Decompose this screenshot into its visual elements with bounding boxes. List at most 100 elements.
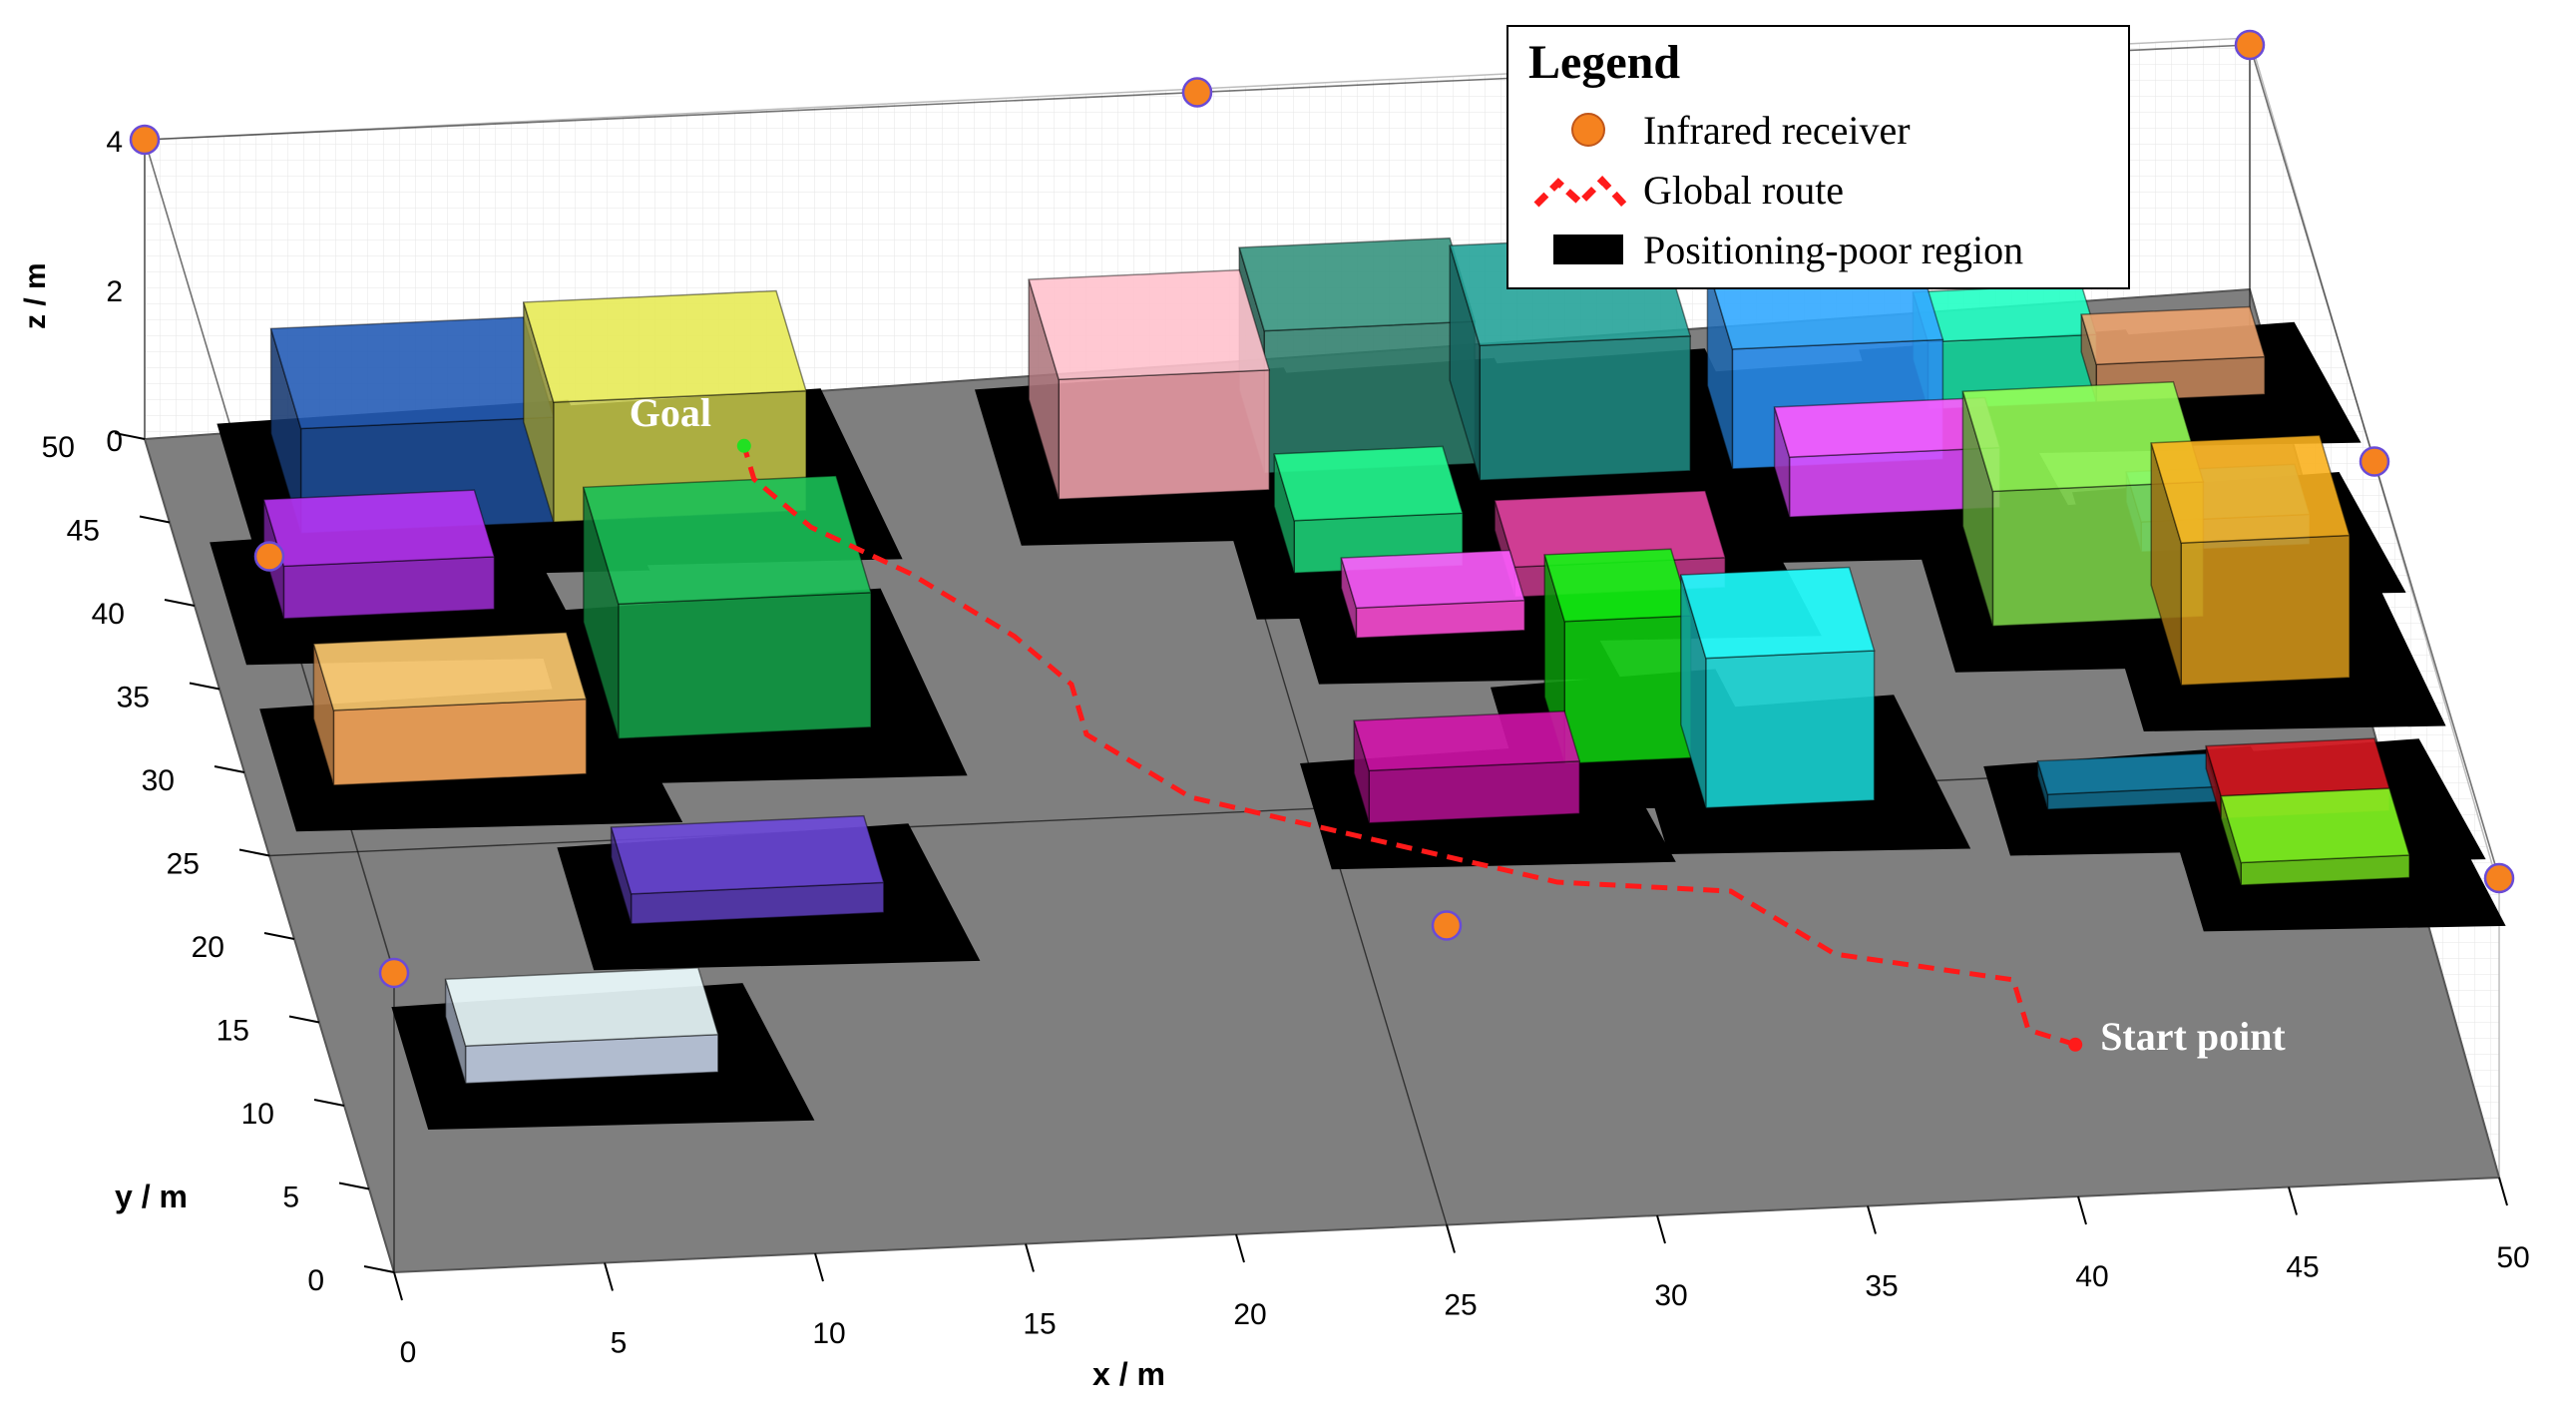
legend-label-route: Global route	[1643, 168, 1845, 213]
legend-entry-receiver: Infrared receiver	[1508, 105, 2128, 155]
building-3-top	[582, 475, 872, 605]
x-tick-mark-0	[393, 1271, 403, 1301]
route-line	[741, 445, 2076, 1048]
legend-title: Legend	[1528, 36, 1681, 89]
receiver-legend-icon	[1571, 113, 1605, 147]
x-tick-mark-7	[1867, 1205, 1877, 1234]
y-tick-mark-8	[164, 599, 196, 607]
building-5-top	[610, 814, 885, 895]
x-tick-mark-8	[2077, 1195, 2087, 1225]
building-7-front	[1058, 369, 1270, 501]
building-25	[2220, 787, 2410, 886]
x-tick-label-0: 0	[400, 1336, 417, 1369]
x-tick-label-4: 20	[1233, 1298, 1266, 1331]
building-20-top	[1543, 548, 1692, 623]
infrared-receivers	[129, 29, 2515, 989]
building-14	[1773, 396, 2001, 518]
x-tick-label-2: 10	[812, 1317, 845, 1350]
building-8	[1238, 236, 1477, 474]
start-marker	[2068, 1037, 2083, 1052]
x-tick-label-10: 50	[2496, 1241, 2529, 1274]
y-tick-label-3: 15	[216, 1015, 249, 1048]
x-tick-mark-9	[2288, 1186, 2298, 1215]
buildings	[262, 235, 2410, 1085]
y-tick-label-5: 25	[167, 848, 200, 881]
y-tick-label-9: 45	[67, 515, 100, 548]
building-4-top	[312, 631, 588, 711]
building-3-front	[618, 592, 872, 739]
building-7-top	[1028, 268, 1271, 381]
building-11	[1340, 549, 1526, 639]
x-tick-mark-2	[814, 1252, 824, 1282]
y-tick-label-10: 50	[42, 431, 75, 464]
route-legend-icon	[1533, 175, 1627, 208]
y-tick-mark-0	[363, 1265, 395, 1273]
z-tick-label-2: 4	[106, 126, 123, 159]
z-tick-label-0: 0	[106, 425, 123, 458]
building-17-top	[1961, 380, 2205, 493]
building-22-front	[1368, 760, 1580, 824]
building-2-top	[262, 489, 496, 568]
y-tick-mark-3	[288, 1015, 320, 1024]
legend-label-poor-region: Positioning-poor region	[1643, 228, 2024, 272]
building-23-top	[2036, 752, 2218, 795]
y-axis-label: y / m	[115, 1179, 188, 1214]
y-tick-label-0: 0	[307, 1264, 324, 1297]
building-9-front	[1479, 335, 1691, 482]
y-tick-mark-4	[263, 932, 295, 940]
goal-marker	[736, 438, 751, 453]
building-11-top	[1340, 549, 1526, 609]
y-tick-label-6: 30	[142, 764, 175, 797]
x-tick-mark-6	[1656, 1214, 1666, 1244]
building-22	[1353, 710, 1581, 824]
x-tick-mark-10	[2498, 1177, 2508, 1206]
y-tick-mark-5	[238, 848, 270, 857]
building-10-top	[1273, 445, 1464, 522]
y-tick-label-4: 20	[192, 931, 224, 964]
global-route	[736, 438, 2083, 1052]
receiver-0	[129, 124, 161, 156]
receiver-2	[2234, 29, 2266, 61]
building-5	[610, 814, 885, 925]
legend-entry-route: Global route	[1508, 165, 2128, 215]
building-19-front	[2180, 534, 2351, 687]
x-tick-mark-3	[1025, 1243, 1035, 1272]
x-tick-label-8: 40	[2075, 1260, 2108, 1293]
building-21-front	[1705, 650, 1876, 809]
receiver-7	[2483, 862, 2515, 894]
legend-entry-poor-region: Positioning-poor region	[1508, 225, 2128, 274]
y-tick-mark-1	[338, 1182, 370, 1190]
axis-line-7	[1196, 391, 1448, 1225]
receiver-3	[253, 541, 285, 572]
x-tick-mark-1	[604, 1262, 614, 1291]
receiver-6	[1431, 910, 1463, 941]
x-tick-label-9: 45	[2286, 1251, 2319, 1284]
goal-label: Goal	[630, 390, 711, 435]
x-axis-label: x / m	[1092, 1356, 1165, 1392]
building-17	[1961, 380, 2205, 628]
building-24-top	[2205, 737, 2390, 797]
building-0-top	[269, 316, 555, 430]
start-label: Start point	[2100, 1014, 2286, 1059]
building-21	[1679, 566, 1876, 809]
legend-label-receiver: Infrared receiver	[1643, 108, 1911, 153]
x-tick-mark-5	[1446, 1224, 1456, 1253]
building-8-top	[1238, 236, 1477, 332]
receiver-5	[378, 957, 410, 989]
building-20-front	[1563, 615, 1692, 764]
y-tick-mark-9	[139, 515, 171, 524]
z-tick-label-1: 2	[106, 275, 123, 308]
building-16-top	[2080, 305, 2266, 365]
x-tick-label-1: 5	[611, 1327, 628, 1360]
y-tick-mark-6	[214, 765, 245, 773]
building-6	[444, 967, 719, 1085]
x-tick-label-7: 35	[1865, 1270, 1898, 1303]
x-tick-label-3: 15	[1023, 1308, 1056, 1341]
building-20	[1543, 548, 1692, 764]
y-tick-mark-10	[114, 432, 146, 440]
x-tick-mark-4	[1235, 1233, 1245, 1263]
y-tick-mark-7	[189, 682, 220, 691]
building-3	[582, 475, 872, 739]
